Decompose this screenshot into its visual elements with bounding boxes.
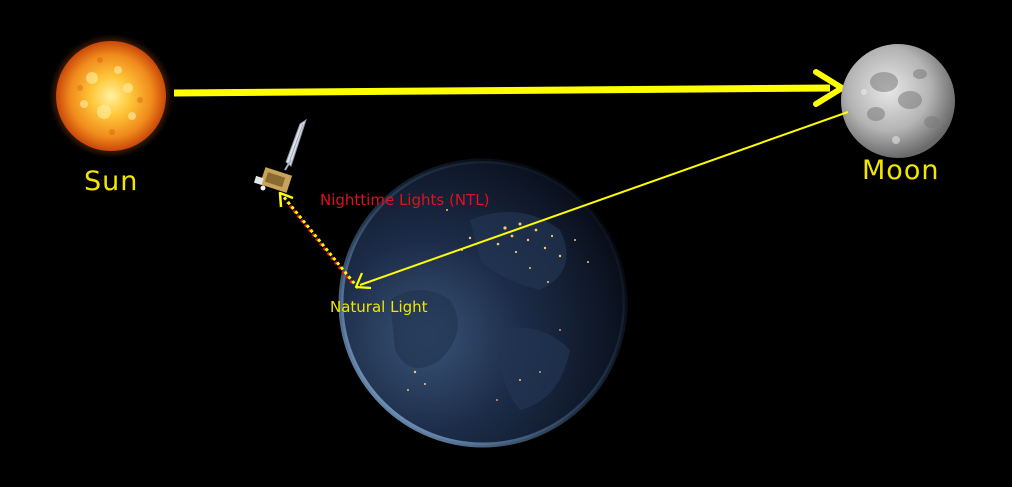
ntl-label: Nighttime Lights (NTL) [320,191,490,209]
earth-icon [338,158,628,448]
natural-light-label: Natural Light [330,298,428,316]
sun-to-moon-ray [173,84,831,97]
natural-light-path [281,195,360,289]
moon-label: Moon [862,155,940,186]
moon-to-earth-ray [359,111,849,286]
sun-to-moon-arrowhead [813,69,845,107]
sun-icon [49,34,173,158]
ntl-path [285,201,354,284]
sun-label: Sun [84,166,139,197]
satellite-arrowhead [278,191,294,208]
moon-icon [841,44,955,158]
satellite-icon [253,118,307,193]
